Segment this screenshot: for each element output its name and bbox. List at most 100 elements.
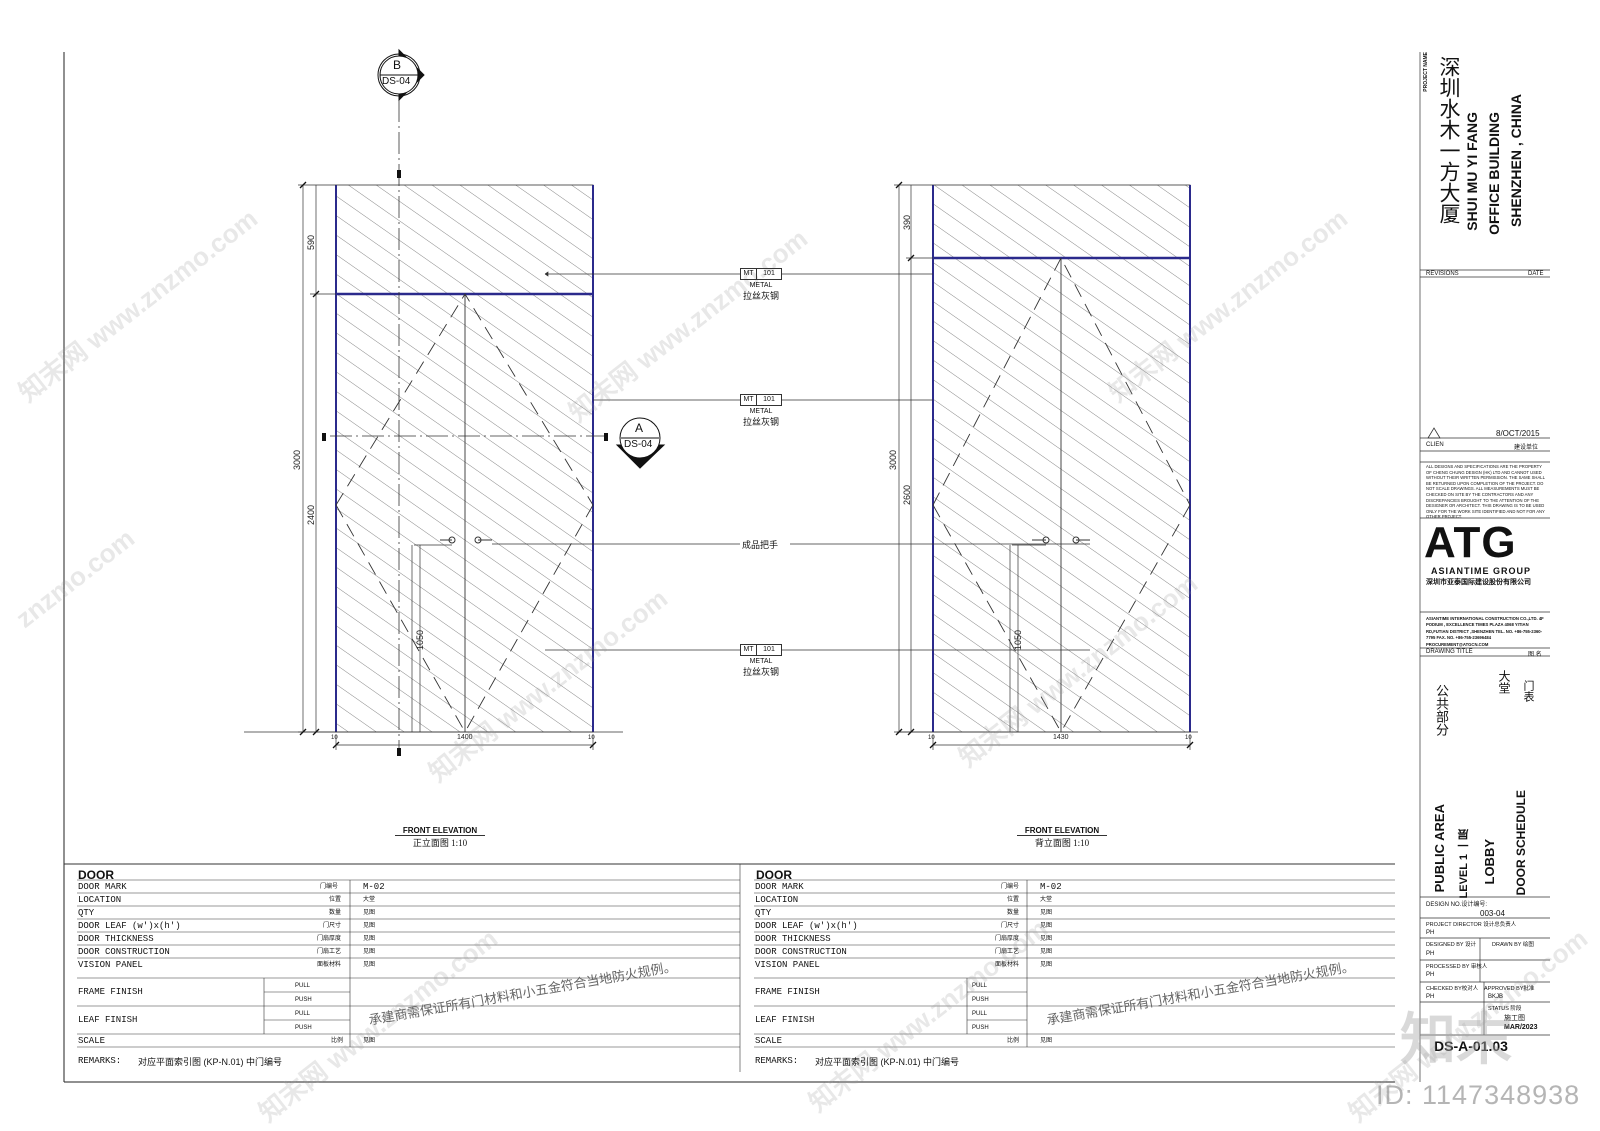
back-dim-top: 390 <box>902 215 912 231</box>
remarks-label: REMARKS: <box>755 1056 799 1066</box>
processed-by-label: PROCESSED BY 审核人 <box>1426 964 1488 970</box>
callout-handle: 成品把手 <box>742 540 779 550</box>
atg-logo-sub: ASIANTIME GROUP <box>1431 566 1532 576</box>
issue-date: MAR/2023 <box>1504 1024 1538 1031</box>
row-label-cn: 位置 <box>1007 897 1020 903</box>
row-label-cn: 门扇工艺 <box>995 949 1020 955</box>
front-dim-total: 3000 <box>292 450 302 471</box>
scale-label: SCALE <box>755 1036 783 1046</box>
section-marker-a-letter: A <box>635 421 644 435</box>
front-elevation <box>244 100 623 756</box>
row-value: 见图 <box>363 949 376 955</box>
row-label-cn: 门扇厚度 <box>995 936 1020 942</box>
date-label: DATE <box>1528 271 1544 277</box>
client-cn: 建设单位 <box>1514 445 1539 451</box>
scale-label-cn: 比例 <box>331 1038 344 1044</box>
leaf-finish-label: LEAF FINISH <box>755 1015 815 1025</box>
pull-label: PULL <box>295 1011 311 1017</box>
front-dim-top: 590 <box>306 235 316 251</box>
project-name-en-3: SHENZHEN , CHINA <box>1508 94 1524 228</box>
back-title-en: FRONT ELEVATION <box>1024 826 1100 835</box>
row-value: 见图 <box>1040 949 1053 955</box>
row-label: LOCATION <box>755 895 799 905</box>
project-name-en-2: OFFICE BUILDING <box>1486 112 1502 235</box>
project-name-label: PROJECT NAME <box>1423 52 1429 92</box>
frame-finish-label: FRAME FINISH <box>78 987 143 997</box>
callout-num: 101 <box>763 270 775 277</box>
title-cn-1: 公共部分 <box>1434 684 1449 736</box>
atg-logo-cn: 深圳市亚泰国际建设股份有限公司 <box>1426 579 1531 586</box>
row-label: VISION PANEL <box>78 960 143 970</box>
section-marker-b-letter: B <box>393 58 402 72</box>
section-marker-a-shape <box>615 417 666 469</box>
front-elevation-title: FRONT ELEVATION 正立面图 1:10 <box>395 826 485 849</box>
front-title-en: FRONT ELEVATION <box>402 826 478 835</box>
back-dim-handle: 1050 <box>1013 630 1023 651</box>
drawing-title-cn: 图 名 <box>1528 652 1542 658</box>
front-dim-width: 1400 <box>457 734 473 741</box>
row-label: DOOR MARK <box>755 882 804 892</box>
remarks-text: 对应平面索引图 (KP-N.01) 中门编号 <box>815 1057 960 1067</box>
remarks-label: REMARKS: <box>78 1056 122 1066</box>
title-en-4: DOOR SCHEDULE <box>1514 790 1528 896</box>
row-value: 见图 <box>363 923 376 929</box>
checked-by-label: CHECKED BY校对人 <box>1426 986 1479 992</box>
row-value: 见图 <box>363 936 376 942</box>
row-label: DOOR MARK <box>78 882 127 892</box>
project-name-en-1: SHUI MU YI FANG <box>1464 112 1480 231</box>
callout-code: MT <box>741 395 757 405</box>
title-en-1: PUBLIC AREA <box>1432 804 1447 893</box>
company-address: ASIANTIME INTERNATIONAL CONSTRUCTION CO.… <box>1426 616 1544 647</box>
status-value: 施工图 <box>1504 1015 1525 1022</box>
row-value: 大堂 <box>1040 897 1053 903</box>
push-label: PUSH <box>972 997 989 1003</box>
project-name-cn: 深圳水木一方大厦 <box>1437 56 1461 224</box>
revisions-label: REVISIONS <box>1426 271 1459 277</box>
project-director-label: PROJECT DIRECTOR 设计总负责人 <box>1426 922 1517 928</box>
row-value: 见图 <box>1040 962 1053 968</box>
ph-label: PH <box>1426 951 1435 957</box>
scale-value: 见图 <box>1040 1038 1053 1044</box>
row-label: VISION PANEL <box>755 960 820 970</box>
frame-finish-label: FRAME FINISH <box>755 987 820 997</box>
scale-value: 见图 <box>363 1038 376 1044</box>
row-label: DOOR THICKNESS <box>755 934 831 944</box>
back-title-cn: 背立面图 1:10 <box>1017 835 1107 849</box>
designed-by-label: DESIGNED BY 设计 <box>1426 942 1477 948</box>
front-dim-small-right: 10 <box>588 735 595 741</box>
callout-metal-1: MT 101 METAL 拉丝灰钢 <box>740 268 782 302</box>
callout-en: METAL <box>749 282 773 289</box>
callout-code: MT <box>741 269 757 279</box>
front-title-cn: 正立面图 1:10 <box>395 835 485 849</box>
front-dim-small-left: 10 <box>331 735 338 741</box>
bkjb-label: BKJB <box>1488 994 1504 1000</box>
row-label: DOOR LEAF (w')x(h') <box>755 921 858 931</box>
callout-cn: 拉丝灰钢 <box>742 667 779 677</box>
row-label: DOOR CONSTRUCTION <box>755 947 847 957</box>
back-dim-width: 1430 <box>1053 734 1069 741</box>
back-elevation-title: FRONT ELEVATION 背立面图 1:10 <box>1017 826 1107 849</box>
remarks-text: 对应平面索引图 (KP-N.01) 中门编号 <box>138 1057 283 1067</box>
row-label-cn: 面板材料 <box>317 962 342 968</box>
title-cn-3: 门表 <box>1522 680 1534 702</box>
back-elevation <box>894 181 1198 750</box>
row-label: LOCATION <box>78 895 122 905</box>
callout-cn: 拉丝灰钢 <box>742 417 779 427</box>
front-dim-handle: 1050 <box>415 630 425 651</box>
callout-cn: 拉丝灰钢 <box>742 291 779 301</box>
drawing-title-label: DRAWING TITLE <box>1426 649 1473 655</box>
design-no: 003-04 <box>1480 909 1505 918</box>
callout-num: 101 <box>763 396 775 403</box>
row-label: QTY <box>78 908 95 918</box>
ph-label: PH <box>1426 994 1435 1000</box>
title-en-2: LEVEL 1 一层 <box>1458 829 1470 899</box>
row-value: 大堂 <box>363 897 376 903</box>
row-label-cn: 门编号 <box>320 884 339 890</box>
callout-code: MT <box>741 645 757 655</box>
design-no-label: DESIGN NO.设计编号: <box>1426 902 1488 908</box>
row-label-cn: 门扇工艺 <box>317 949 342 955</box>
row-value: 见图 <box>1040 910 1053 916</box>
row-label-cn: 门尺寸 <box>1001 923 1020 929</box>
drawn-by-label: DRAWN BY 绘图 <box>1492 942 1534 948</box>
